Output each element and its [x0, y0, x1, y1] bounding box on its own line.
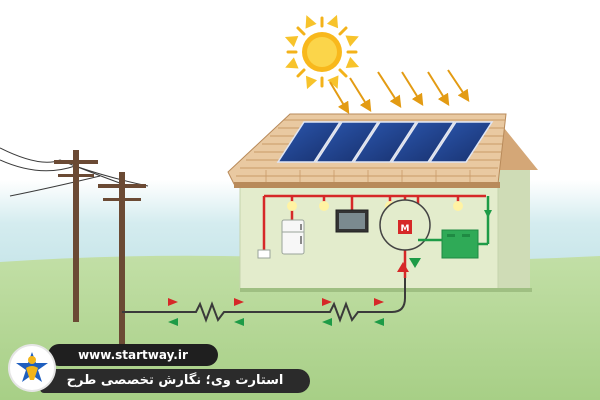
utility-pole-left [54, 150, 98, 322]
watermark-badge: www.startway.ir استارت وی؛ نگارش تخصصی ط… [10, 344, 310, 400]
power-outlet-icon [257, 249, 271, 259]
refrigerator-icon [281, 219, 305, 255]
down-arrow-icon [484, 210, 492, 218]
export-arrow-icon [322, 298, 332, 306]
export-arrow-icon [374, 298, 384, 306]
inverter-icon [441, 229, 479, 259]
light-bulbs [287, 201, 463, 211]
export-arrow-icon [168, 298, 178, 306]
solar-panel [428, 121, 494, 163]
solar-panels [276, 121, 494, 163]
star-person-icon [16, 352, 48, 382]
import-arrow-icon [322, 318, 332, 326]
light-bulb-icon [319, 201, 329, 211]
up-arrow-icon [397, 262, 409, 272]
light-bulb-icon [287, 201, 297, 211]
import-arrow-icon [234, 318, 244, 326]
import-arrow-icon [374, 318, 384, 326]
solar-panel [314, 121, 380, 163]
sunlight-arrows [329, 69, 470, 115]
television-icon [335, 209, 369, 233]
startway-logo [10, 346, 54, 390]
export-arrow-icon [234, 298, 244, 306]
utility-pole-right [98, 172, 146, 348]
watermark-url: www.startway.ir [48, 344, 218, 366]
sun-icon [284, 14, 360, 90]
solar-panel [352, 121, 418, 163]
solar-panel [276, 121, 342, 163]
watermark-slogan: استارت وی؛ نگارش تخصصی طرح توجیهی [40, 369, 310, 400]
grid-connection-line [122, 278, 406, 323]
import-arrow-icon [168, 318, 178, 326]
grid-arrows [168, 298, 384, 326]
light-bulb-icon [453, 201, 463, 211]
down-arrow-icon [409, 258, 421, 268]
solar-panel [390, 121, 456, 163]
ac-wiring [418, 196, 490, 246]
electric-meter-icon: M [379, 199, 431, 251]
svg-text:M: M [401, 224, 410, 234]
